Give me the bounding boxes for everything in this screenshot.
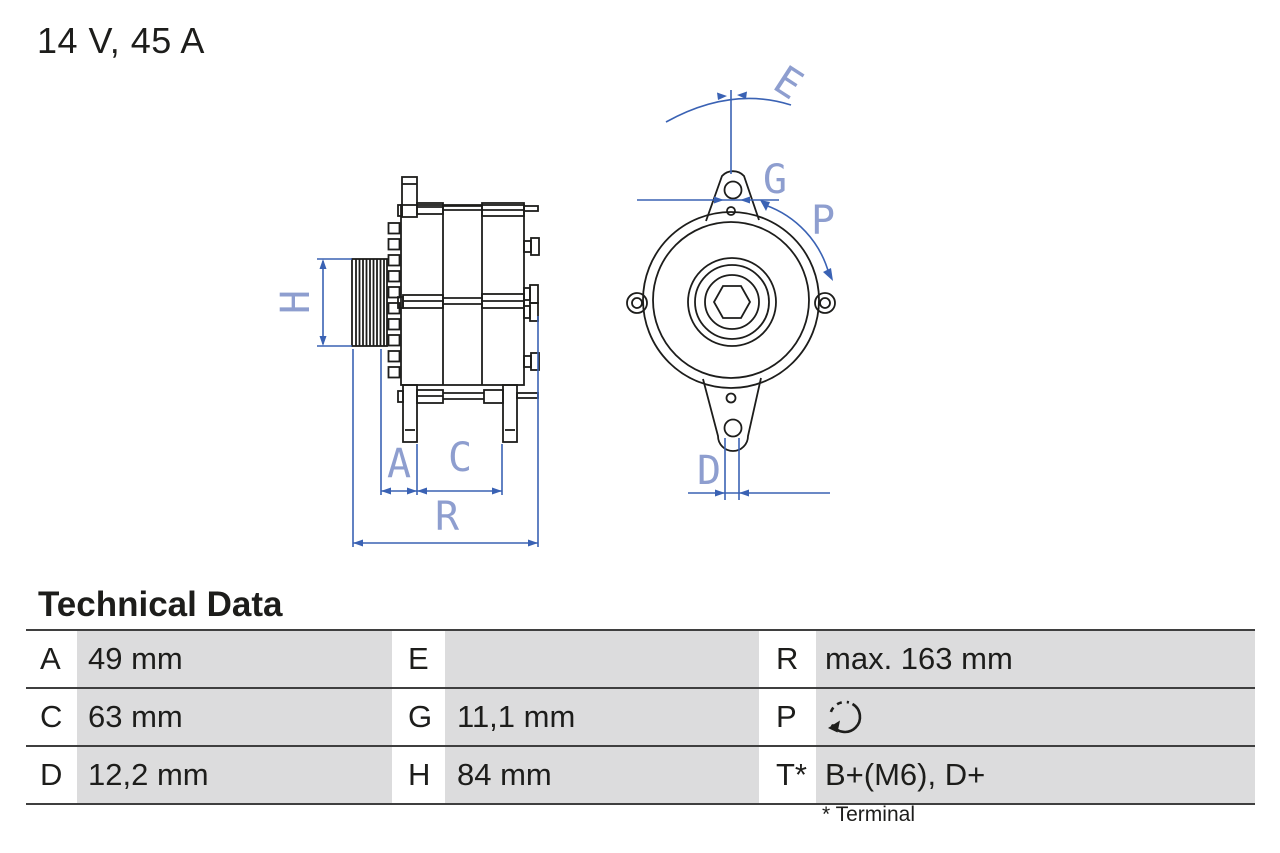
dim-key: D (26, 747, 77, 803)
technical-data-title: Technical Data (38, 585, 283, 624)
bottom-mounting-lug-rear (502, 384, 518, 443)
rotation-direction-icon (828, 700, 862, 734)
dim-value: 11,1 mm (445, 689, 759, 745)
dim-label-h: H (273, 290, 319, 314)
dim-key: G (392, 689, 445, 745)
dim-label-g: G (763, 157, 787, 203)
dim-key: P (759, 689, 816, 745)
side-view-drawing (351, 176, 540, 443)
dimension-lines (317, 90, 830, 547)
dim-key: H (392, 747, 445, 803)
dim-label-p: P (811, 198, 835, 244)
dim-value (816, 689, 1255, 745)
dim-value: max. 163 mm (816, 631, 1255, 687)
dim-label-c: C (448, 435, 472, 481)
dim-value (445, 631, 759, 687)
alternator-technical-drawing: H A C R E G P D (273, 57, 836, 547)
dim-label-r: R (435, 494, 460, 540)
top-mounting-lug (401, 176, 418, 218)
dim-key: T* (759, 747, 816, 803)
dim-label-d: D (697, 448, 721, 494)
table-row: D 12,2 mm H 84 mm T* B+(M6), D+ (26, 745, 1255, 803)
dim-value: 12,2 mm (77, 747, 392, 803)
technical-data-table: A 49 mm E R max. 163 mm C 63 mm G 11,1 m… (26, 629, 1255, 805)
terminal-footnote: * Terminal (822, 803, 915, 826)
table-row: A 49 mm E R max. 163 mm (26, 629, 1255, 687)
top-ear (705, 170, 760, 222)
front-view-drawing (626, 170, 836, 452)
dim-value: 49 mm (77, 631, 392, 687)
dim-key: A (26, 631, 77, 687)
voltage-amperage-spec: 14 V, 45 A (37, 20, 205, 61)
dim-key: R (759, 631, 816, 687)
bottom-mounting-lug-front (402, 384, 418, 443)
bottom-ear (702, 377, 762, 452)
dim-value: 63 mm (77, 689, 392, 745)
dim-label-a: A (387, 441, 411, 487)
shaft-hex-nut (712, 285, 752, 319)
cooling-fins (387, 222, 401, 379)
terminal-studs (523, 237, 540, 371)
dim-value: 84 mm (445, 747, 759, 803)
table-bottom-rule (26, 803, 1255, 805)
dim-key: C (26, 689, 77, 745)
dim-value: B+(M6), D+ (816, 747, 1255, 803)
table-row: C 63 mm G 11,1 mm P (26, 687, 1255, 745)
dim-key: E (392, 631, 445, 687)
dimension-arrowheads (319, 91, 833, 547)
